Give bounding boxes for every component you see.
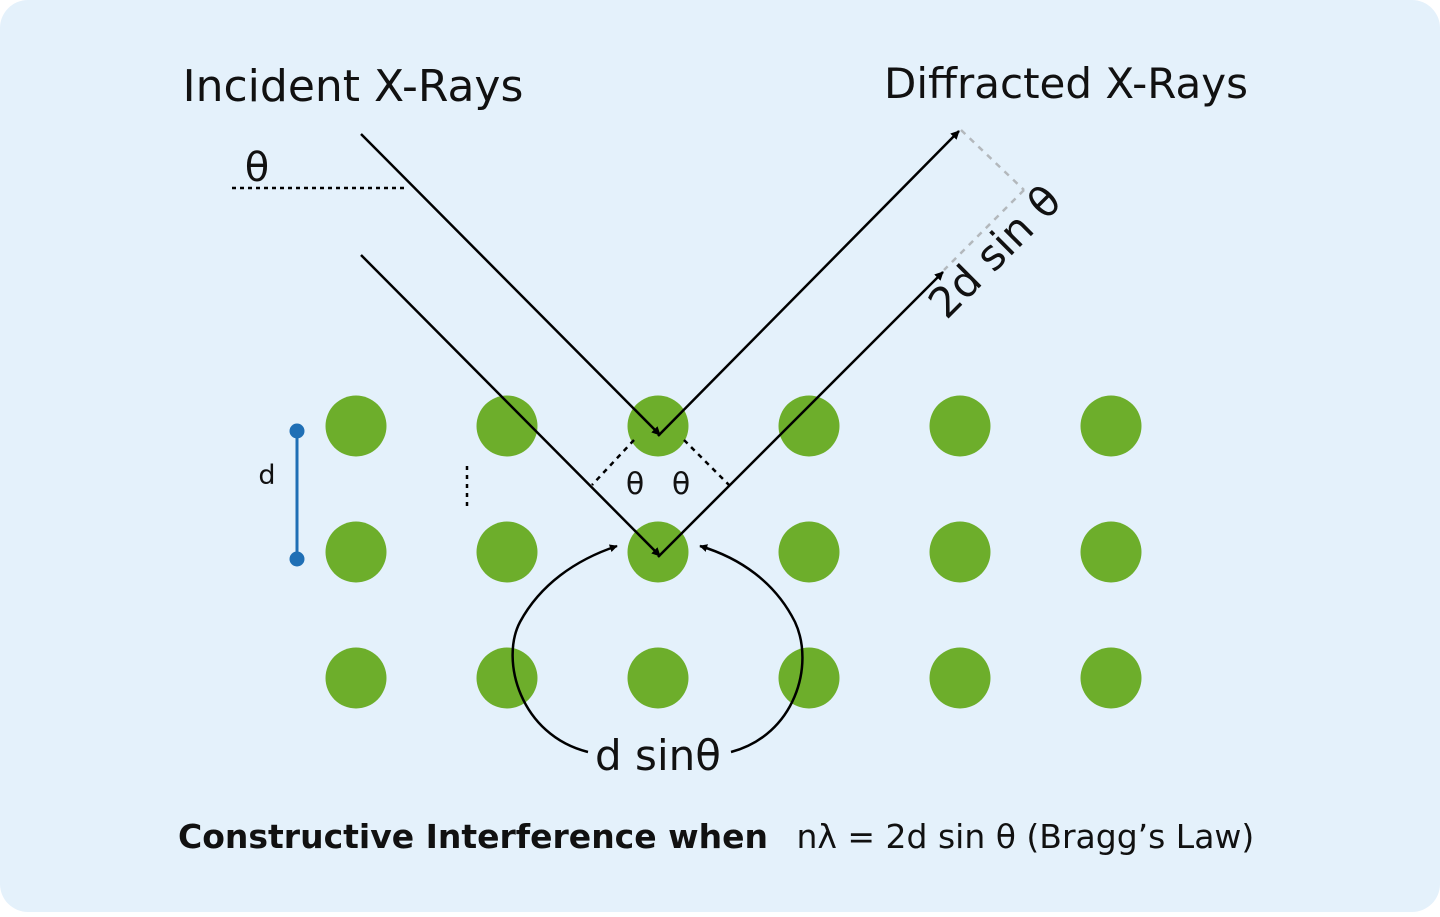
theta-label-right: θ xyxy=(672,467,690,502)
diffracted-ray-bottom xyxy=(657,271,944,558)
atom-r3-c6 xyxy=(1080,647,1142,709)
spacing-marker: d xyxy=(258,423,305,567)
atom-r3-c3 xyxy=(627,647,689,709)
atom-r2-c1 xyxy=(325,521,387,583)
atom-r1-c5 xyxy=(929,395,991,457)
diffracted-xrays-label: Diffracted X-Rays xyxy=(884,59,1248,108)
atom-r2-c6 xyxy=(1080,521,1142,583)
atom-r2-c4 xyxy=(778,521,840,583)
spacing-label: d xyxy=(258,460,275,491)
guide-dashed-top xyxy=(960,129,1025,191)
theta-label-left: θ xyxy=(626,467,644,502)
curved-arrow-left xyxy=(511,544,618,754)
incident-xrays-label: Incident X-Rays xyxy=(183,61,524,112)
diffracted-ray-top xyxy=(657,130,960,437)
atom-lattice xyxy=(325,395,1142,709)
atom-r1-c2 xyxy=(476,395,538,457)
perpendicular-dashed-right xyxy=(683,439,730,486)
incident-ray-bottom xyxy=(360,254,661,557)
atom-r2-c5 xyxy=(929,521,991,583)
atom-r1-c6 xyxy=(1080,395,1142,457)
caption: Constructive Interference when nλ = 2d s… xyxy=(178,817,1254,856)
atom-r3-c2 xyxy=(476,647,538,709)
curved-arrow-right xyxy=(699,544,804,754)
rays xyxy=(360,130,960,558)
atom-r1-c1 xyxy=(325,395,387,457)
atom-r1-c3 xyxy=(627,395,689,457)
half-path-arrows: d sinθ xyxy=(511,544,804,780)
incident-theta-label: θ xyxy=(245,145,269,191)
incident-ray-top xyxy=(360,133,661,436)
atom-r3-c5 xyxy=(929,647,991,709)
atom-r2-c2 xyxy=(476,521,538,583)
angle-construction: θ θ xyxy=(591,439,730,502)
half-path-label: d sinθ xyxy=(595,731,721,780)
spacing-endpoint-top xyxy=(289,423,305,439)
path-difference-guides xyxy=(943,129,1025,271)
atom-r2-c3 xyxy=(627,521,689,583)
atom-r3-c1 xyxy=(325,647,387,709)
atom-r1-c4 xyxy=(778,395,840,457)
perpendicular-dashed-left xyxy=(591,439,635,486)
spacing-endpoint-bottom xyxy=(289,551,305,567)
caption-bold: Constructive Interference when xyxy=(178,817,768,856)
atom-r3-c4 xyxy=(778,647,840,709)
caption-formula: nλ = 2d sin θ (Bragg’s Law) xyxy=(796,817,1254,856)
